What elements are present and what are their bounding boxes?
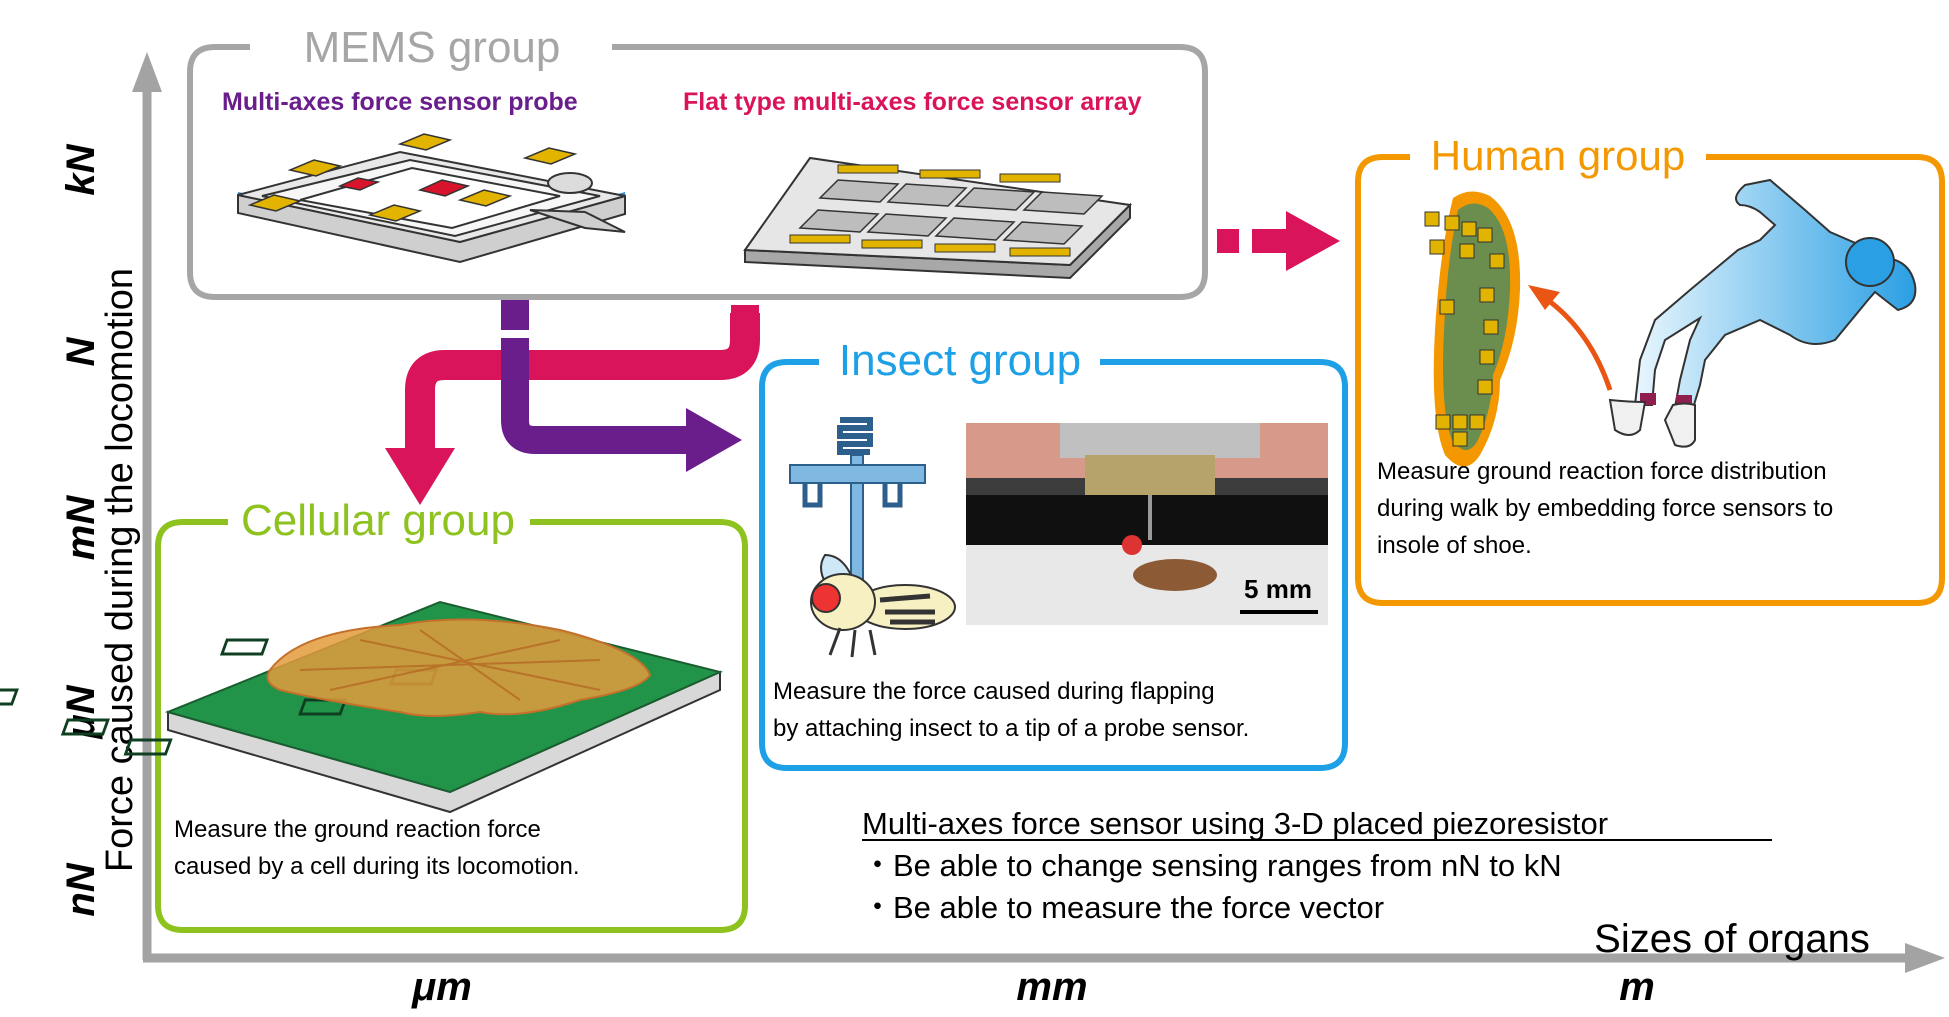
insect-title: Insect group bbox=[839, 336, 1081, 385]
mems-group: MEMS group Multi-axes force sensor probe… bbox=[187, 23, 1208, 300]
y-tick-uN: μN bbox=[59, 684, 103, 739]
summary-bullet-1: ・Be able to change sensing ranges from n… bbox=[862, 848, 1562, 883]
probe-sensor-illustration bbox=[237, 133, 626, 264]
y-tick-nN: nN bbox=[59, 862, 103, 916]
human-desc-line3: insole of shoe. bbox=[1377, 532, 1532, 559]
mems-probe-label: Multi-axes force sensor probe bbox=[222, 88, 578, 116]
human-desc-line1: Measure ground reaction force distributi… bbox=[1377, 458, 1827, 485]
axes: Force caused during the locomotion nN μN… bbox=[59, 52, 1945, 1009]
probe-insect-illustration bbox=[789, 417, 956, 658]
arrow-mems-to-insect-head bbox=[686, 408, 742, 472]
sensor-array-illustration bbox=[743, 156, 1133, 280]
insect-desc-line1: Measure the force caused during flapping bbox=[773, 678, 1215, 705]
human-group: Human group bbox=[1355, 132, 1945, 606]
insect-frame bbox=[759, 359, 1348, 771]
cell-on-array-illustration bbox=[0, 600, 724, 814]
y-axis-arrowhead bbox=[132, 52, 162, 92]
arrow-mems-to-human-dash2 bbox=[1252, 229, 1288, 253]
x-tick-um: μm bbox=[411, 965, 472, 1009]
scale-bar-label: 5 mm bbox=[1244, 574, 1312, 604]
arrow-mems-to-insect bbox=[501, 308, 690, 454]
x-axis-arrowhead bbox=[1905, 943, 1945, 973]
y-tick-kN: kN bbox=[59, 143, 103, 195]
summary-block: Multi-axes force sensor using 3-D placed… bbox=[862, 806, 1772, 925]
insole-pointer-arrow bbox=[1543, 295, 1613, 391]
mems-array-label: Flat type multi-axes force sensor array bbox=[683, 88, 1142, 116]
mems-frame bbox=[187, 44, 1208, 300]
y-tick-mN: mN bbox=[59, 495, 103, 561]
x-axis-title: Sizes of organs bbox=[1594, 917, 1870, 961]
arrow-mems-to-cellular-head bbox=[385, 448, 455, 505]
y-tick-N: N bbox=[59, 336, 103, 366]
cellular-desc-line2: caused by a cell during its locomotion. bbox=[174, 853, 580, 880]
insect-group: Insect group 5 mm bbox=[759, 336, 1348, 771]
insect-desc-line2: by attaching insect to a tip of a probe … bbox=[773, 715, 1249, 742]
insole-illustration bbox=[1424, 191, 1521, 467]
human-frame bbox=[1355, 154, 1945, 606]
connecting-arrows bbox=[385, 211, 1340, 505]
arrow-mems-to-cellular bbox=[405, 313, 760, 450]
cellular-title: Cellular group bbox=[241, 496, 515, 545]
summary-bullet-2: ・Be able to measure the force vector bbox=[862, 890, 1384, 925]
human-desc-line2: during walk by embedding force sensors t… bbox=[1377, 495, 1833, 522]
human-title: Human group bbox=[1431, 132, 1685, 179]
x-tick-m: m bbox=[1619, 965, 1655, 1009]
x-tick-mm: mm bbox=[1016, 965, 1087, 1009]
mems-title: MEMS group bbox=[304, 23, 561, 72]
summary-heading: Multi-axes force sensor using 3-D placed… bbox=[862, 806, 1608, 841]
cellular-frame bbox=[155, 519, 748, 933]
arrow-mems-to-human-dash1 bbox=[1217, 229, 1239, 253]
runner-illustration bbox=[1608, 178, 1917, 448]
y-axis-title: Force caused during the locomotion bbox=[99, 268, 141, 872]
cellular-group: Cellular group Measure the ground reacti… bbox=[0, 496, 748, 933]
cellular-desc-line1: Measure the ground reaction force bbox=[174, 816, 541, 843]
fly-photo: 5 mm bbox=[966, 423, 1328, 625]
arrow-mems-to-human-head bbox=[1286, 211, 1340, 271]
